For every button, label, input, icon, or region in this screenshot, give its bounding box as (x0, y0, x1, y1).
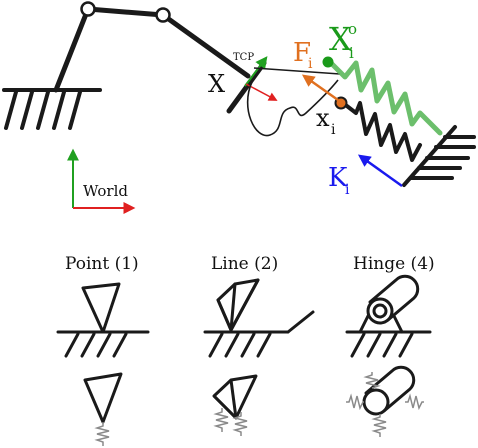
svg-text:x: x (316, 104, 330, 132)
svg-text:X: X (329, 20, 352, 58)
contact-label-point: Point (1) (65, 254, 139, 274)
svg-text:K: K (328, 163, 348, 193)
contact-label-line: Line (2) (211, 254, 278, 274)
svg-text:o: o (348, 20, 357, 38)
stiffness-label: K i (328, 163, 350, 198)
pose-label: X (208, 70, 225, 98)
svg-text:i: i (345, 182, 350, 198)
world-label: World (83, 182, 128, 200)
joint-2 (155, 7, 171, 23)
line-spring-right (232, 412, 248, 436)
robot-arm: TCP X (2, 1, 278, 130)
right-ground (402, 125, 476, 187)
base-ground (2, 88, 102, 130)
tool-flange (226, 60, 267, 114)
point-label: x i (316, 104, 336, 138)
force-label: F i (293, 38, 313, 72)
origin-label: X i o (329, 20, 357, 62)
hinge-spring-bottom (371, 414, 387, 437)
svg-text:F: F (293, 38, 311, 68)
line-contact-compliant (212, 374, 258, 436)
hinge-spring-top (363, 372, 381, 389)
tcp-to-point-links (246, 67, 341, 137)
line-contact-rigid (203, 278, 315, 358)
svg-text:i: i (331, 122, 336, 138)
world-frame: World (67, 148, 136, 214)
origin-point (322, 56, 334, 68)
stiffness-arrow (357, 154, 403, 188)
point-spring (94, 422, 110, 446)
point-contact-rigid (56, 282, 150, 358)
svg-text:i: i (308, 56, 313, 72)
joint-1 (80, 1, 96, 17)
constraint-point (334, 96, 348, 110)
point-contact-compliant (83, 372, 123, 446)
tcp-label: TCP (233, 52, 254, 63)
contact-label-hinge: Hinge (4) (353, 254, 435, 274)
hinge-spring-right (405, 393, 424, 411)
tcp-y-axis (244, 56, 268, 87)
hinge-contact-compliant (346, 365, 424, 437)
arm-links (53, 6, 251, 93)
origin-spring (328, 60, 443, 136)
hinge-contact-rigid (345, 274, 432, 358)
tcp-x-axis (245, 83, 278, 101)
svg-text:i: i (349, 44, 354, 62)
line-spring-left (213, 408, 229, 432)
hinge-spring-left (346, 393, 364, 411)
impedance-spring (341, 101, 422, 162)
force-arrow (301, 74, 339, 102)
